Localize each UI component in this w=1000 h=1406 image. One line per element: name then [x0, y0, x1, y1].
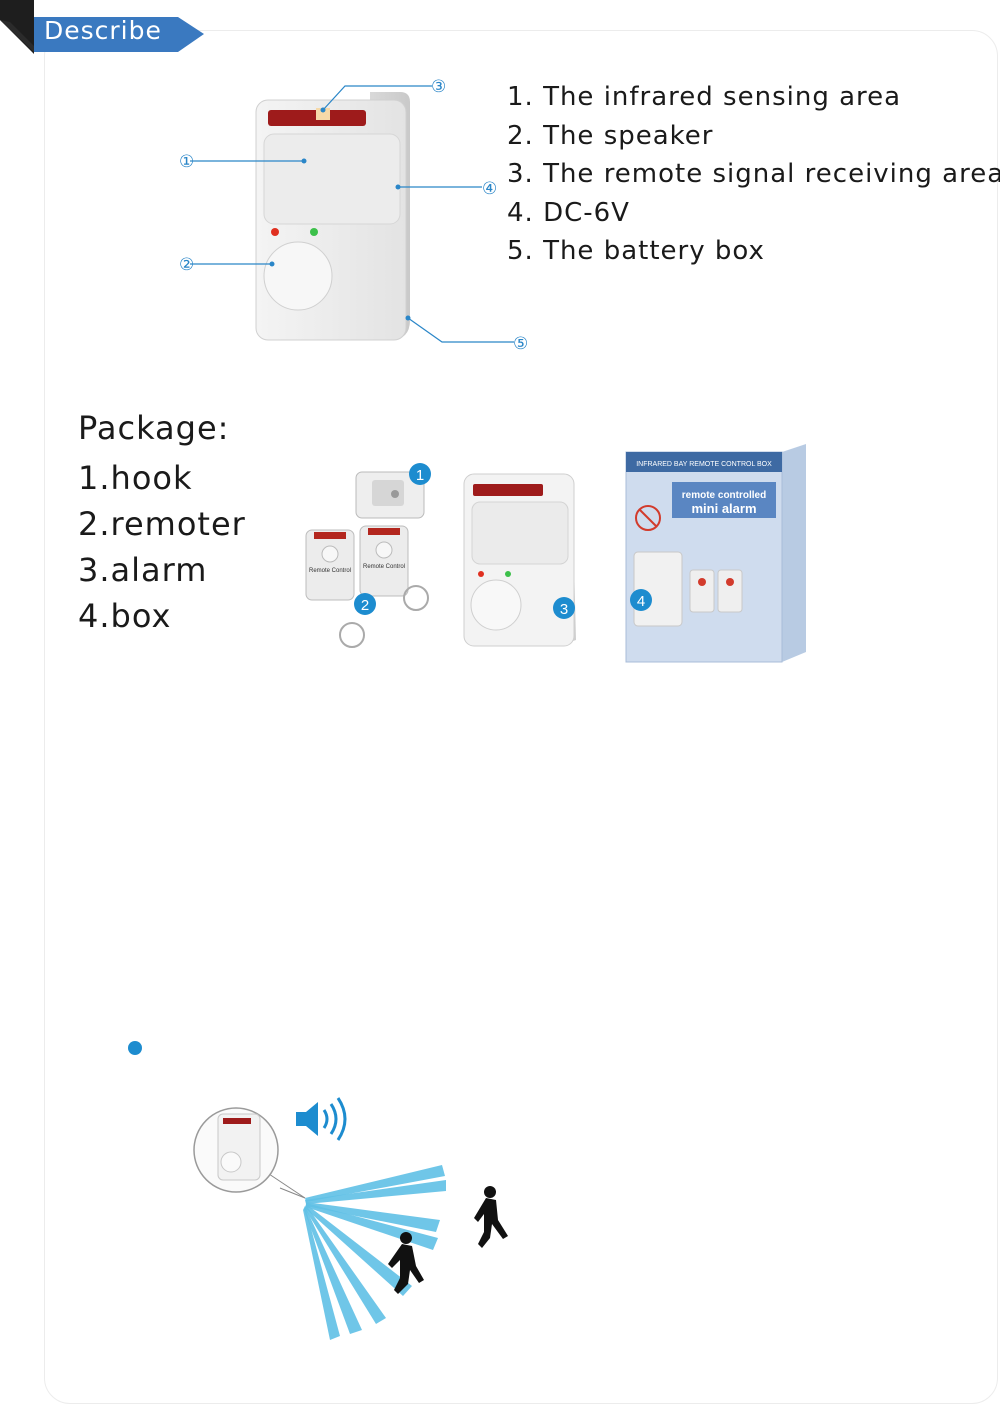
box-header-text: INFRARED BAY REMOTE CONTROL BOX	[636, 461, 772, 468]
badge-2	[354, 593, 376, 615]
feature-item: 3. The remote signal receiving area	[507, 159, 1000, 189]
tab-ribbon-shape	[0, 0, 204, 54]
green-led	[310, 228, 318, 236]
feature-item: 1. The infrared sensing area	[507, 82, 902, 112]
badge-1-label: 1	[416, 467, 424, 484]
remote-control-left: Remote Control	[305, 529, 365, 648]
speaker-grille	[263, 241, 333, 311]
package-item: 3.alarm	[78, 551, 208, 589]
signal-receiver-led	[316, 108, 330, 120]
badge-1	[409, 463, 431, 485]
package-contents: 1 Remote Control Remote Control 2 3 INFR…	[305, 444, 806, 663]
tab-label: Describe	[44, 16, 162, 45]
feature-item: 4. DC-6V	[507, 197, 630, 228]
walking-person-icon	[388, 1232, 424, 1294]
callout-2: ②	[179, 255, 194, 274]
callout-4: ④	[482, 179, 497, 198]
remote-label: Remote Control	[309, 568, 351, 574]
package-item: 2.remoter	[78, 505, 246, 543]
feature-item: 5. The battery box	[507, 236, 765, 266]
infrared-beams	[303, 1165, 446, 1340]
feature-list: 1. The infrared sensing area 2. The spea…	[507, 78, 1000, 271]
badge-3-label: 3	[560, 601, 568, 618]
callout-3: ③	[431, 77, 446, 96]
package-list: 1.hook 2.remoter 3.alarm 4.box	[78, 455, 246, 639]
badge-4-label: 4	[637, 593, 645, 610]
package-item: 1.hook	[78, 459, 193, 497]
badge-2-label: 2	[361, 597, 369, 614]
detection-illustration	[193, 1097, 508, 1340]
bullet-dot	[128, 1041, 142, 1055]
remote-control-right: Remote Control	[359, 525, 429, 611]
alarm-device-diagram: ① ② ③ ④ ⑤	[179, 77, 528, 353]
package-title: Package:	[78, 409, 230, 447]
remote-label: Remote Control	[363, 564, 405, 570]
badge-3	[553, 597, 575, 619]
section-tab-describe: Describe	[0, 0, 210, 56]
box-title-line2: mini alarm	[691, 501, 756, 516]
red-led	[271, 228, 279, 236]
feature-item: 2. The speaker	[507, 120, 714, 151]
alarm-unit-image	[463, 473, 576, 647]
speaker-sound-icon	[296, 1097, 347, 1141]
box-title-line1: remote controlled	[682, 490, 766, 501]
walking-person-icon	[474, 1186, 508, 1248]
callout-5: ⑤	[513, 334, 528, 353]
retail-box-image: INFRARED BAY REMOTE CONTROL BOX remote c…	[625, 444, 806, 663]
badge-4	[630, 589, 652, 611]
hook-image	[355, 471, 425, 519]
callout-1: ①	[179, 152, 194, 171]
package-item: 4.box	[78, 597, 172, 635]
infrared-lens	[263, 133, 401, 225]
